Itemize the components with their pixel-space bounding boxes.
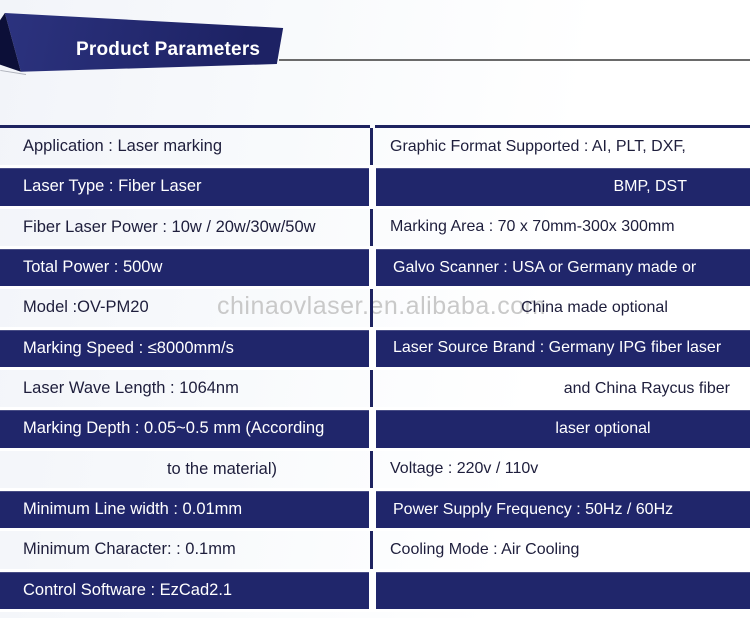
table-row: Fiber Laser Power : 10w / 20w/30w/50w	[0, 208, 373, 246]
table-column-right: Graphic Format Supported : AI, PLT, DXF,…	[373, 128, 750, 612]
table-row: and China Raycus fiber	[563, 379, 730, 397]
table-row	[373, 568, 750, 612]
table-row: laser optional	[373, 407, 750, 451]
table-row: China made optional	[521, 298, 668, 316]
table-row: Power Supply Frequency : 50Hz / 60Hz	[373, 487, 750, 532]
table-top-border-left	[0, 125, 370, 128]
table-row: Laser Source Brand : Germany IPG fiber l…	[373, 326, 750, 370]
table-row: BMP, DST	[373, 165, 750, 209]
table-row: Model :OV-PM20	[0, 289, 373, 327]
table-row: Laser Type : Fiber Laser	[0, 165, 373, 209]
table-row: Marking Depth : 0.05~0.5 mm (According	[0, 407, 373, 451]
table-row: Application : Laser marking	[0, 128, 373, 166]
section-banner: Product Parameters	[0, 13, 286, 73]
table-row: Marking Area : 70 x 70mm-300x 300mm	[390, 218, 675, 236]
table-row: to the material)	[0, 450, 373, 488]
table-row: Graphic Format Supported : AI, PLT, DXF,	[390, 137, 686, 155]
table-row: Voltage : 220v / 110v	[390, 460, 539, 478]
table-row: Marking Speed : ≤8000mm/s	[0, 326, 373, 370]
table-row: Laser Wave Length : 1064nm	[0, 369, 373, 408]
table-row: Control Software : EzCad2.1	[0, 568, 373, 612]
table-row: Galvo Scanner : USA or Germany made or	[373, 245, 750, 290]
table-row: Total Power : 500w	[0, 245, 373, 290]
header-rule-line	[279, 59, 750, 61]
section-title: Product Parameters	[76, 39, 261, 60]
table-row: Cooling Mode : Air Cooling	[390, 540, 580, 558]
table-top-border-right	[375, 125, 750, 128]
table-row: Minimum Character: : 0.1mm	[0, 531, 373, 569]
watermark-text: chinaovlaser.en.alibaba.com	[217, 292, 546, 320]
table-row: Minimum Line width : 0.01mm	[0, 487, 373, 532]
